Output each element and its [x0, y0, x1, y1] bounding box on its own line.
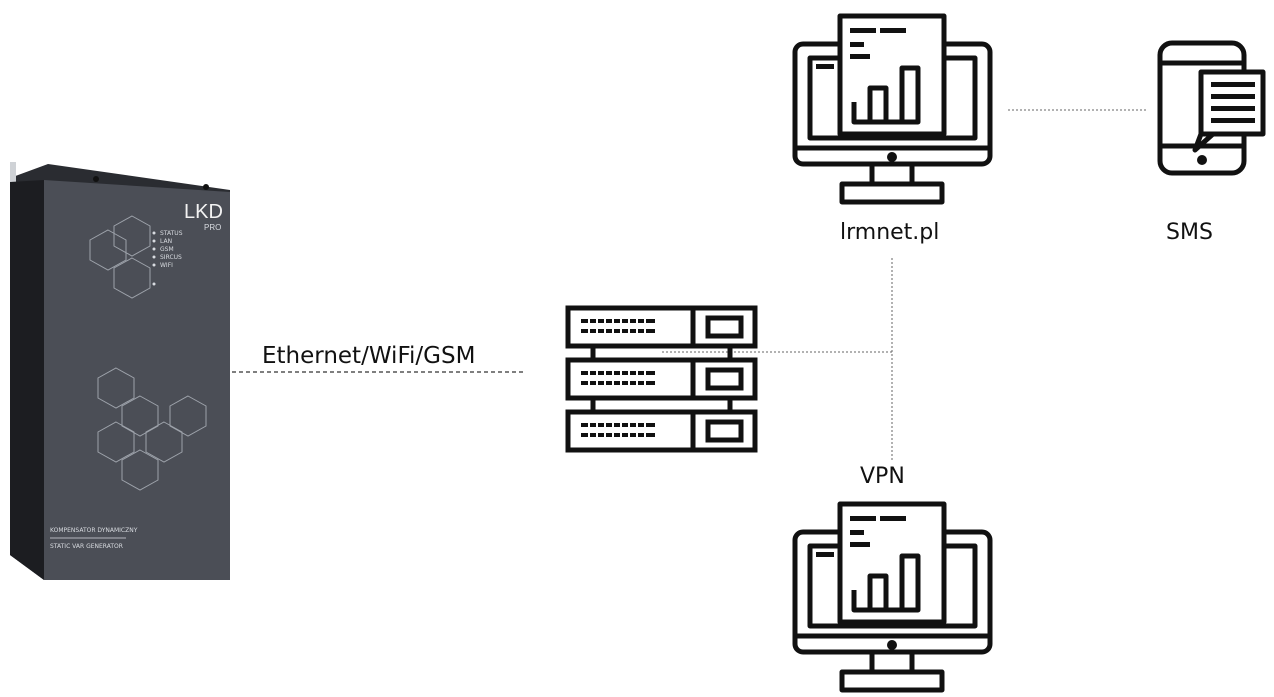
device-footer-line1: KOMPENSATOR DYNAMICZNY: [50, 527, 138, 534]
sms-label: SMS: [1166, 220, 1213, 245]
device-model: PRO: [204, 223, 221, 232]
led-label-gsm: GSM: [160, 246, 174, 253]
phone-sms-icon: [1157, 40, 1266, 176]
led-label-lan: LAN: [160, 238, 172, 245]
lkd-device-image: STATUS LAN GSM SIRCUS WIFI LKD PRO KOMPE…: [10, 162, 230, 580]
led-label-status: STATUS: [160, 230, 183, 237]
monitor-report-icon-top: [792, 13, 993, 205]
server-icon: [565, 305, 758, 453]
monitor-report-icon-bottom: [792, 501, 993, 693]
device-footer-line2: STATIC VAR GENERATOR: [50, 543, 123, 550]
vpn-label: VPN: [860, 464, 905, 489]
web-portal-label: lrmnet.pl: [840, 220, 940, 245]
led-label-wifi: WIFI: [160, 262, 173, 269]
led-label-sircus: SIRCUS: [160, 254, 182, 261]
device-link-label: Ethernet/WiFi/GSM: [262, 343, 476, 369]
device-brand: LKD: [184, 201, 223, 223]
